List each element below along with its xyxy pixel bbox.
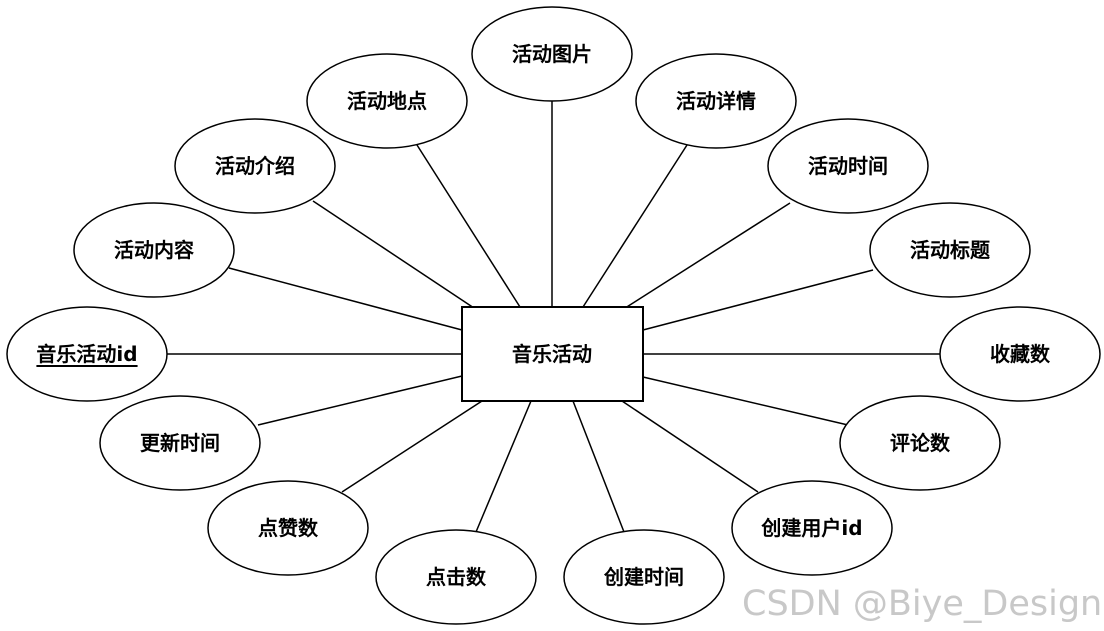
attribute-label: 活动详情 <box>676 89 756 113</box>
attribute-ellipse <box>767 118 929 214</box>
connector-activity-intro <box>312 200 481 313</box>
attribute-ellipse <box>563 529 725 625</box>
attribute-activity-location: 活动地点 <box>306 53 468 149</box>
entity-node: 音乐活动 <box>461 306 644 402</box>
attribute-label: 点赞数 <box>258 516 319 540</box>
attribute-label: 活动内容 <box>114 238 194 262</box>
attribute-ellipse <box>939 306 1101 402</box>
attribute-label: 活动图片 <box>512 42 592 66</box>
attribute-ellipse <box>174 118 336 214</box>
connector-activity-location <box>416 144 521 308</box>
entity-label: 音乐活动 <box>512 342 592 366</box>
attribute-label: 活动时间 <box>808 154 888 178</box>
connector-activity-content <box>228 267 463 331</box>
connector-activity-title <box>642 269 874 331</box>
attribute-clicks-count: 点击数 <box>375 529 537 625</box>
attribute-label: 音乐活动id <box>36 342 137 366</box>
attribute-ellipse <box>306 53 468 149</box>
attribute-activity-content: 活动内容 <box>73 202 235 298</box>
attribute-ellipse <box>869 202 1031 298</box>
attribute-favorites-count: 收藏数 <box>939 306 1101 402</box>
attribute-update-time: 更新时间 <box>99 395 261 491</box>
attribute-ellipse <box>731 480 893 576</box>
attribute-activity-title: 活动标题 <box>869 202 1031 298</box>
watermark: CSDN @Biye_Design <box>742 584 1103 624</box>
connector-lines <box>167 101 940 533</box>
connector-clicks-count <box>475 400 532 533</box>
attribute-activity-image: 活动图片 <box>471 6 633 102</box>
attribute-ellipse <box>375 529 537 625</box>
attribute-ellipse <box>99 395 261 491</box>
attribute-label: 点击数 <box>426 565 487 589</box>
connector-activity-time <box>621 202 791 311</box>
connector-activity-details <box>582 144 688 308</box>
attribute-ellipse <box>207 480 369 576</box>
attribute-create-time: 创建时间 <box>563 529 725 625</box>
connector-likes-count <box>341 400 483 493</box>
attribute-label: 创建用户id <box>760 516 862 540</box>
attribute-ellipse <box>471 6 633 102</box>
attribute-label: 创建时间 <box>603 565 684 589</box>
attribute-activity-time: 活动时间 <box>767 118 929 214</box>
attribute-label: 收藏数 <box>990 342 1051 366</box>
entity-box <box>461 306 644 402</box>
attribute-label: 活动地点 <box>347 89 427 113</box>
attribute-music-activity-id: 音乐活动id <box>6 306 168 402</box>
attribute-ellipse <box>839 395 1001 491</box>
attribute-label: 更新时间 <box>140 431 220 455</box>
attribute-ellipse <box>73 202 235 298</box>
attribute-ellipse <box>635 53 797 149</box>
attribute-activity-intro: 活动介绍 <box>174 118 336 214</box>
attribute-ellipse <box>6 306 168 402</box>
attribute-label: 活动标题 <box>910 238 991 262</box>
attribute-comments-count: 评论数 <box>839 395 1001 491</box>
connector-comments-count <box>642 376 849 426</box>
attribute-label: 评论数 <box>890 431 951 455</box>
connector-creator-user-id <box>621 400 759 493</box>
connector-create-time <box>572 400 625 533</box>
attribute-creator-user-id: 创建用户id <box>731 480 893 576</box>
attribute-activity-details: 活动详情 <box>635 53 797 149</box>
attribute-label: 活动介绍 <box>215 154 295 178</box>
attribute-likes-count: 点赞数 <box>207 480 369 576</box>
connector-update-time <box>257 375 463 426</box>
